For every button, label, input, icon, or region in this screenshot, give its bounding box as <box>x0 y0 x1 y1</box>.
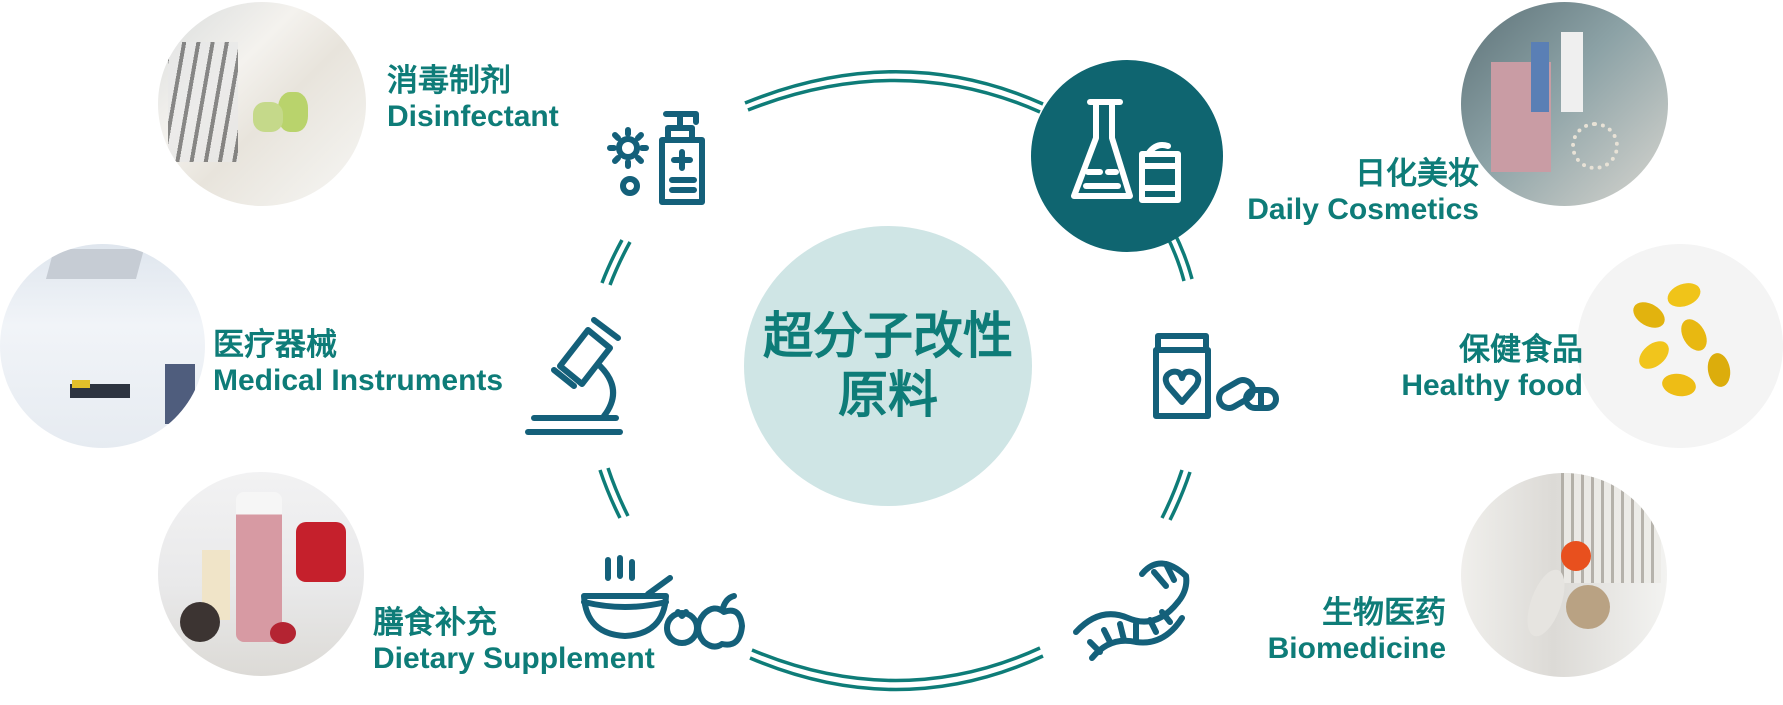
sanitizer-bottle-gear-icon <box>607 111 705 205</box>
center-title-line1: 超分子改性 <box>763 307 1013 365</box>
pills-books-photo <box>1461 473 1667 677</box>
label-cosmetics-zh: 日化美妆 <box>1355 156 1479 192</box>
label-disinfectant-en: Disinfectant <box>387 99 559 133</box>
label-healthy-zh: 保健食品 <box>1459 332 1583 368</box>
label-disinfectant-zh: 消毒制剂 <box>387 63 511 99</box>
label-healthy: 保健食品 Healthy food <box>1401 332 1583 403</box>
operating-room-photo <box>0 244 205 448</box>
label-healthy-en: Healthy food <box>1401 368 1583 402</box>
label-medical-en: Medical Instruments <box>213 363 504 397</box>
label-cosmetics-en: Daily Cosmetics <box>1247 192 1479 226</box>
center-circle: 超分子改性 原料 <box>744 226 1032 506</box>
cosmetics-icon-circle <box>1031 60 1223 252</box>
smoothie-berries-photo <box>158 472 364 676</box>
flask-cream-jar-icon <box>1071 99 1181 203</box>
cosmetics-products-photo <box>1461 2 1668 206</box>
dna-helix-icon <box>1073 560 1190 661</box>
microscope-icon <box>525 317 623 435</box>
softgel-capsules-photo <box>1577 244 1783 448</box>
label-dietary-en: Dietary Supplement <box>373 641 655 675</box>
laboratory-scientist-photo <box>158 2 366 206</box>
label-dietary-zh: 膳食补充 <box>373 605 497 641</box>
bowl-tomato-apple-icon <box>581 555 745 650</box>
center-title-line2: 原料 <box>838 366 938 424</box>
label-dietary: 膳食补充 Dietary Supplement <box>373 605 655 676</box>
label-cosmetics: 日化美妆 Daily Cosmetics <box>1247 156 1479 227</box>
pill-bottle-heart-icon <box>1153 333 1279 419</box>
label-biomedicine-zh: 生物医药 <box>1322 595 1446 631</box>
label-medical-zh: 医疗器械 <box>213 327 337 363</box>
label-biomedicine-en: Biomedicine <box>1267 631 1446 665</box>
label-disinfectant: 消毒制剂 Disinfectant <box>387 63 559 134</box>
label-medical: 医疗器械 Medical Instruments <box>213 327 504 398</box>
label-biomedicine: 生物医药 Biomedicine <box>1267 595 1446 666</box>
